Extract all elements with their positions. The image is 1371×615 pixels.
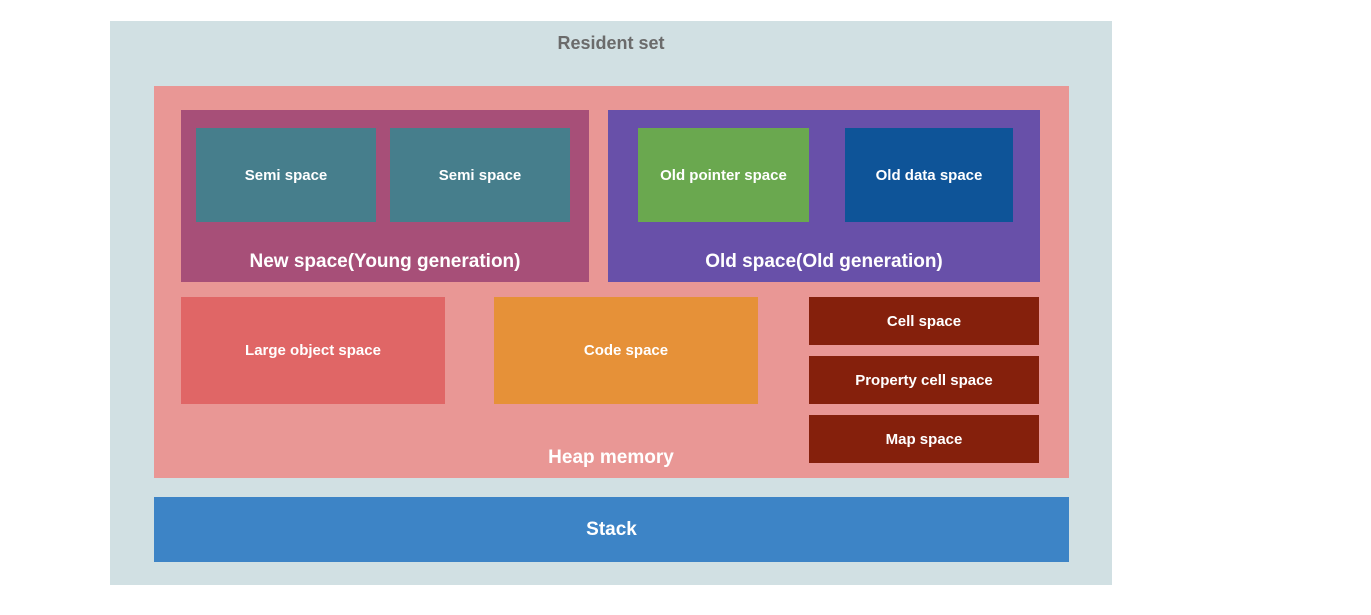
large-object-space-box: Large object space: [181, 297, 445, 404]
semi-space-box: Semi space: [390, 128, 570, 222]
old-space-label: Old space(Old generation): [705, 251, 943, 272]
old-data-space-box: Old data space: [845, 128, 1013, 222]
heap-memory-label: Heap memory: [548, 447, 674, 468]
stack-region: Stack: [154, 497, 1069, 562]
old-pointer-space-box: Old pointer space: [638, 128, 809, 222]
semi-space-box: Semi space: [196, 128, 376, 222]
resident-set-label: Resident set: [557, 33, 665, 53]
code-space-box: Code space: [494, 297, 758, 404]
map-space-box: Map space: [809, 415, 1039, 463]
property-cell-space-box: Property cell space: [809, 356, 1039, 404]
new-space-label: New space(Young generation): [249, 251, 521, 272]
cell-space-box: Cell space: [809, 297, 1039, 345]
